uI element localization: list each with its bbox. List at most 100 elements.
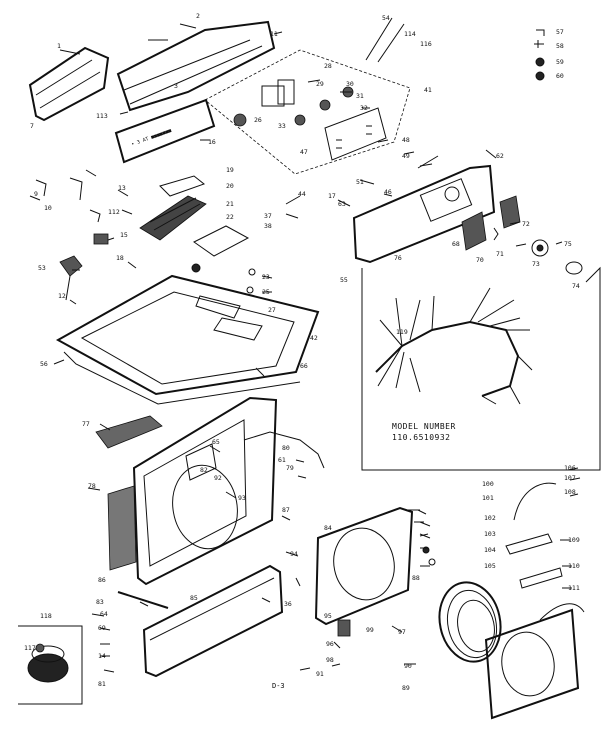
callout-64: 64 [100, 610, 108, 618]
callout-85: 85 [190, 594, 198, 602]
callout-labels: 1 2 3 7 9 10 11 12 13 14 15 16 17 18 19 … [24, 12, 580, 692]
front-panel [132, 396, 278, 586]
callout-73: 73 [532, 260, 540, 268]
callout-63: 63 [338, 200, 346, 208]
console-panel [352, 149, 497, 264]
callout-28: 28 [324, 62, 332, 70]
callout-104: 104 [484, 546, 496, 554]
callout-3: 3 [174, 82, 178, 90]
door-swing-arc [513, 482, 557, 521]
callout-112: 112 [108, 208, 120, 216]
callout-37: 37 [264, 212, 272, 220]
model-heading: MODEL NUMBER [392, 422, 456, 431]
callout-109: 109 [568, 536, 580, 544]
callout-93: 93 [238, 494, 246, 502]
callout-12: 12 [58, 292, 66, 300]
callout-15: 15 [120, 231, 128, 239]
callout-95: 95 [324, 612, 332, 620]
callout-41: 41 [424, 86, 432, 94]
model-number: 110.6510932 [392, 433, 451, 442]
callout-21: 21 [226, 200, 234, 208]
callout-10: 10 [44, 204, 52, 212]
callout-17: 17 [328, 192, 336, 200]
callout-86: 86 [98, 576, 106, 584]
callout-26: 26 [254, 116, 262, 124]
callout-70: 70 [476, 256, 484, 264]
callout-89: 89 [402, 684, 410, 692]
callout-92: 92 [214, 474, 222, 482]
callout-103: 103 [484, 530, 496, 538]
callout-83: 83 [96, 598, 104, 606]
callout-107: 107 [564, 474, 576, 482]
callout-65: 65 [212, 438, 220, 446]
plate-19 [159, 175, 206, 197]
callout-22: 22 [226, 213, 234, 221]
callout-79: 79 [286, 464, 294, 472]
grille [139, 195, 207, 241]
callout-94: 94 [290, 550, 298, 558]
small-brackets [29, 177, 109, 245]
door-inner [314, 506, 414, 637]
callout-44: 44 [298, 190, 306, 198]
callout-16: 16 [208, 138, 216, 146]
leader-lines [53, 23, 581, 673]
callout-46: 46 [384, 188, 392, 196]
callout-33: 33 [278, 122, 286, 130]
callout-29: 29 [316, 80, 324, 88]
plate-22 [193, 225, 250, 257]
callout-36: 36 [284, 600, 292, 608]
callout-27: 27 [268, 306, 276, 314]
callout-74: 74 [572, 282, 580, 290]
callout-84: 84 [324, 524, 332, 532]
callout-56: 56 [40, 360, 48, 368]
callout-72: 72 [522, 220, 530, 228]
callout-102: 102 [484, 514, 496, 522]
control-area-outline [204, 49, 411, 175]
callout-105: 105 [484, 562, 496, 570]
wiring-harness-box [361, 266, 601, 471]
callout-81: 81 [98, 680, 106, 688]
callout-62: 62 [496, 152, 504, 160]
callout-18: 18 [116, 254, 124, 262]
callout-101: 101 [482, 494, 494, 502]
callout-32: 32 [360, 104, 368, 112]
callout-100: 100 [482, 480, 494, 488]
callout-97: 97 [398, 628, 406, 636]
callout-58: 58 [556, 42, 564, 50]
callout-117: 117 [24, 644, 36, 652]
callout-82: 82 [200, 466, 208, 474]
callout-87: 87 [282, 506, 290, 514]
callout-80: 80 [282, 444, 290, 452]
bracket-79 [243, 431, 325, 469]
callout-118: 118 [40, 612, 52, 620]
callout-9: 9 [34, 190, 38, 198]
callout-113: 113 [96, 112, 108, 120]
callout-119: 119 [396, 328, 408, 336]
side-pieces [95, 415, 163, 571]
top-fasteners [191, 263, 256, 294]
callout-114: 114 [404, 30, 416, 38]
rod-83 [117, 591, 169, 609]
callout-98: 98 [326, 656, 334, 664]
callout-68: 68 [452, 240, 460, 248]
callout-69: 69 [98, 624, 106, 632]
callout-23: 23 [262, 273, 270, 281]
lid-switch [59, 255, 83, 301]
toe-panel [142, 564, 284, 678]
callout-49: 49 [402, 152, 410, 160]
callout-25: 25 [262, 288, 270, 296]
callout-77: 77 [82, 420, 90, 428]
callout-59: 59 [556, 58, 564, 66]
door-outer [484, 608, 580, 720]
callout-61: 61 [278, 456, 286, 464]
door-handle [505, 533, 563, 589]
callout-47: 47 [300, 148, 308, 156]
callout-57: 57 [556, 28, 564, 36]
callout-110: 110 [568, 562, 580, 570]
callout-53: 53 [38, 264, 46, 272]
cabinet-top [55, 274, 320, 405]
knobs [531, 239, 583, 275]
detail-inset [18, 625, 83, 705]
hardware-57-60 [534, 29, 545, 81]
